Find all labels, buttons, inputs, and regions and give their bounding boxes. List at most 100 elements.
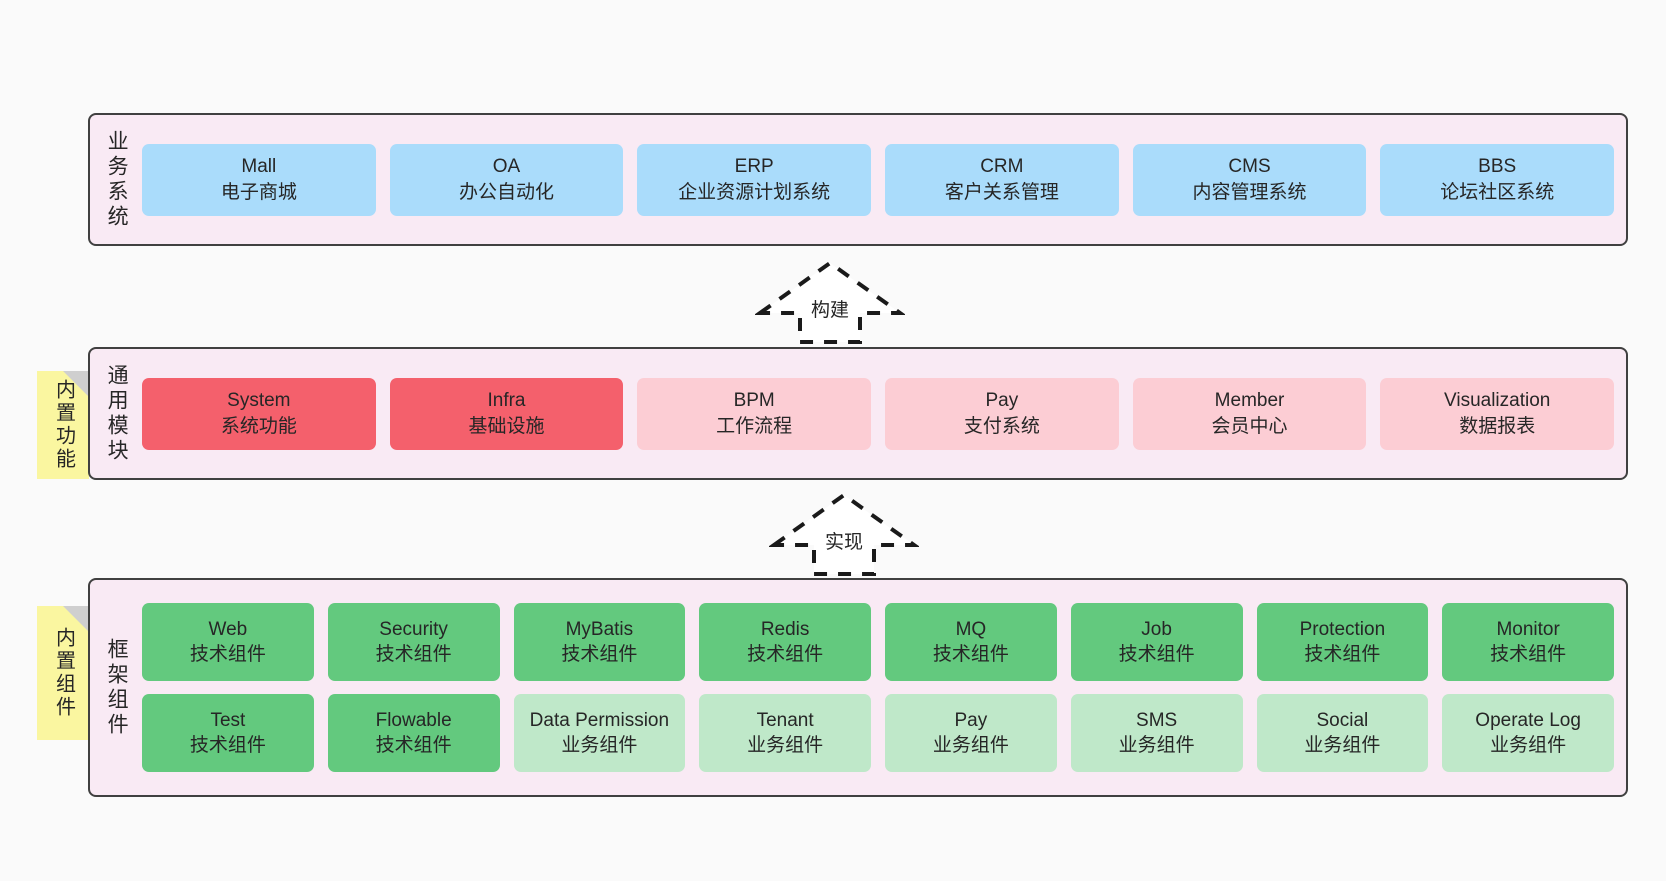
card-erp[interactable]: ERP 企业资源计划系统 xyxy=(637,143,872,216)
card-title-en: Infra xyxy=(487,390,526,412)
card-title-cn: 办公自动化 xyxy=(459,181,555,203)
card-sms[interactable]: SMS 业务组件 xyxy=(1070,694,1243,772)
card-title-cn: 业务组件 xyxy=(747,735,824,756)
card-title-en: Member xyxy=(1214,390,1285,412)
card-security[interactable]: Security 技术组件 xyxy=(327,603,500,681)
sticky-note-builtin-components: 内置组件 xyxy=(37,606,89,740)
card-social[interactable]: Social 业务组件 xyxy=(1256,694,1429,772)
card-title-en: Protection xyxy=(1299,618,1386,640)
card-protection[interactable]: Protection 技术组件 xyxy=(1256,603,1429,681)
card-title-en: Redis xyxy=(760,618,810,640)
card-title-cn: 工作流程 xyxy=(716,415,793,437)
card-title-en: Flowable xyxy=(375,709,452,731)
card-title-en: MyBatis xyxy=(565,618,634,640)
card-infra[interactable]: Infra 基础设施 xyxy=(389,377,624,450)
card-oa[interactable]: OA 办公自动化 xyxy=(389,143,624,216)
card-title-cn: 技术组件 xyxy=(375,644,452,665)
card-title-cn: 技术组件 xyxy=(932,644,1009,665)
card-title-cn: 支付系统 xyxy=(963,415,1040,437)
card-title-en: Monitor xyxy=(1496,618,1560,640)
card-title-en: Social xyxy=(1316,709,1369,731)
card-title-en: SMS xyxy=(1136,709,1178,731)
card-cms[interactable]: CMS 内容管理系统 xyxy=(1132,143,1367,216)
card-pay-business[interactable]: Pay 业务组件 xyxy=(885,694,1057,772)
card-title-cn: 内容管理系统 xyxy=(1192,181,1307,203)
card-title-cn: 技术组件 xyxy=(1304,644,1381,665)
card-title-cn: 技术组件 xyxy=(561,644,638,665)
sticky-note-builtin-features: 内置功能 xyxy=(37,371,89,479)
card-title-cn: 技术组件 xyxy=(747,644,824,665)
card-member[interactable]: Member 会员中心 xyxy=(1132,377,1367,450)
card-mybatis[interactable]: MyBatis 技术组件 xyxy=(513,603,686,681)
card-title-cn: 业务组件 xyxy=(932,735,1009,756)
card-title-cn: 会员中心 xyxy=(1211,415,1288,437)
card-title-en: Visualization xyxy=(1444,390,1551,412)
card-flowable[interactable]: Flowable 技术组件 xyxy=(327,694,500,772)
dashed-up-arrow-icon xyxy=(769,492,919,576)
card-redis[interactable]: Redis 技术组件 xyxy=(699,603,871,681)
card-title-cn: 基础设施 xyxy=(468,415,545,437)
card-title-en: Mall xyxy=(241,156,277,178)
layer-business-systems: 业务系统 Mall 电子商城 OA 办公自动化 ERP 企业资源计划系统 CRM… xyxy=(88,113,1628,246)
card-web[interactable]: Web 技术组件 xyxy=(142,603,314,681)
card-title-cn: 系统功能 xyxy=(220,415,297,437)
layer-body-common: System 系统功能 Infra 基础设施 BPM 工作流程 Pay 支付系统… xyxy=(142,349,1626,478)
card-mall[interactable]: Mall 电子商城 xyxy=(142,143,376,216)
card-data-permission[interactable]: Data Permission 业务组件 xyxy=(513,694,686,772)
card-title-en: Job xyxy=(1141,618,1172,640)
card-row: Test 技术组件 Flowable 技术组件 Data Permission … xyxy=(142,694,1614,772)
card-tenant[interactable]: Tenant 业务组件 xyxy=(699,694,871,772)
card-bbs[interactable]: BBS 论坛社区系统 xyxy=(1380,143,1615,216)
sticky-note-text: 内置功能 xyxy=(52,379,75,471)
card-title-en: Pay xyxy=(954,709,988,731)
card-title-en: Test xyxy=(210,709,246,731)
card-title-en: Security xyxy=(379,618,448,640)
card-title-en: Pay xyxy=(985,390,1019,412)
card-title-cn: 业务组件 xyxy=(1304,735,1381,756)
card-title-cn: 技术组件 xyxy=(375,735,452,756)
layer-label-business: 业务系统 xyxy=(105,129,129,230)
card-title-en: Web xyxy=(208,618,248,640)
layer-label-framework: 框架组件 xyxy=(105,637,129,738)
layer-common-modules: 通用模块 System 系统功能 Infra 基础设施 BPM 工作流程 Pay… xyxy=(88,347,1628,480)
card-title-en: BPM xyxy=(733,390,775,412)
card-monitor[interactable]: Monitor 技术组件 xyxy=(1442,603,1614,681)
card-title-en: CMS xyxy=(1228,156,1271,178)
card-title-en: Operate Log xyxy=(1475,709,1581,731)
layer-body-business: Mall 电子商城 OA 办公自动化 ERP 企业资源计划系统 CRM 客户关系… xyxy=(142,115,1626,244)
card-title-cn: 业务组件 xyxy=(1118,735,1195,756)
card-title-cn: 技术组件 xyxy=(1490,644,1567,665)
card-title-cn: 业务组件 xyxy=(1490,735,1567,756)
card-title-cn: 企业资源计划系统 xyxy=(678,181,831,203)
card-title-en: System xyxy=(227,390,291,412)
card-crm[interactable]: CRM 客户关系管理 xyxy=(885,143,1119,216)
card-title-en: BBS xyxy=(1478,156,1517,178)
card-title-cn: 技术组件 xyxy=(189,644,266,665)
page-fold-icon xyxy=(63,371,89,397)
card-job[interactable]: Job 技术组件 xyxy=(1070,603,1243,681)
card-mq[interactable]: MQ 技术组件 xyxy=(885,603,1057,681)
connector-label-implement: 实现 xyxy=(824,532,864,553)
card-row: System 系统功能 Infra 基础设施 BPM 工作流程 Pay 支付系统… xyxy=(142,377,1615,450)
card-system[interactable]: System 系统功能 xyxy=(142,377,376,450)
layer-body-framework: Web 技术组件 Security 技术组件 MyBatis 技术组件 Redi… xyxy=(142,580,1626,795)
card-title-en: Tenant xyxy=(756,709,814,731)
card-test[interactable]: Test 技术组件 xyxy=(142,694,314,772)
sticky-note-text: 内置组件 xyxy=(52,627,75,719)
card-title-cn: 论坛社区系统 xyxy=(1440,181,1555,203)
card-title-cn: 电子商城 xyxy=(220,181,297,203)
card-pay[interactable]: Pay 支付系统 xyxy=(885,377,1119,450)
card-title-cn: 数据报表 xyxy=(1459,415,1536,437)
connector-implement-arrow: 实现 xyxy=(769,490,919,578)
connector-label-build: 构建 xyxy=(810,300,850,321)
card-title-en: MQ xyxy=(955,618,987,640)
card-title-cn: 业务组件 xyxy=(561,735,638,756)
card-bpm[interactable]: BPM 工作流程 xyxy=(637,377,872,450)
card-visualization[interactable]: Visualization 数据报表 xyxy=(1380,377,1615,450)
card-operate-log[interactable]: Operate Log 业务组件 xyxy=(1442,694,1614,772)
connector-build-arrow: 构建 xyxy=(755,258,905,346)
page-fold-icon xyxy=(63,606,89,632)
layer-label-common: 通用模块 xyxy=(105,363,129,464)
card-row: Web 技术组件 Security 技术组件 MyBatis 技术组件 Redi… xyxy=(142,603,1614,681)
card-title-en: OA xyxy=(492,156,521,178)
